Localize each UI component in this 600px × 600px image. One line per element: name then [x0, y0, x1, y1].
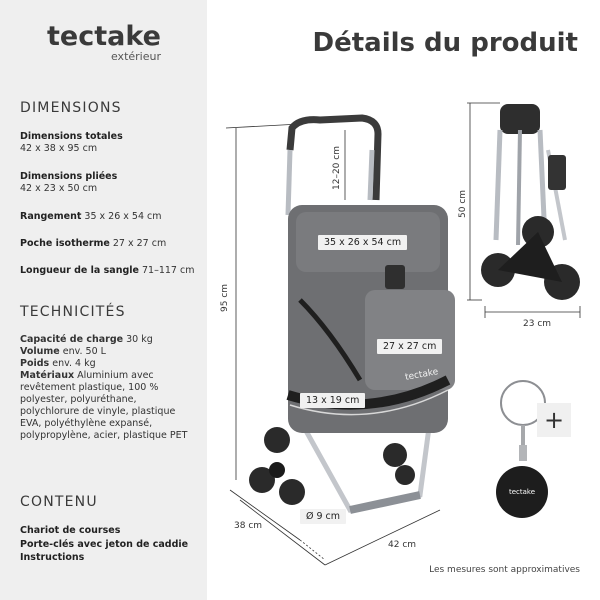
cart-frame [285, 114, 433, 514]
folded-cart [481, 104, 580, 300]
tech-label: Matériaux [20, 370, 75, 381]
folded-width-dimension: 23 cm [523, 319, 552, 329]
height-dimension: 95 cm [220, 283, 230, 312]
spec-label: Rangement [20, 211, 82, 222]
content-item: Porte-clés avec jeton de caddie [20, 539, 189, 550]
brand-logo: tectake extérieur [47, 21, 167, 64]
page-title: Détails du produit [312, 28, 578, 58]
section-title-contenu: CONTENU [20, 494, 98, 510]
section-title-technicites: TECHNICITÉS [20, 304, 126, 320]
spec-value: 42 x 38 x 95 cm [20, 143, 98, 154]
spec-storage: Rangement 35 x 26 x 54 cm [20, 211, 200, 223]
spec-strap: Longueur de la sangle 71–117 cm [20, 265, 200, 277]
pocket-dimension-label: 27 x 27 cm [377, 339, 443, 354]
spec-dim-total: Dimensions totales 42 x 38 x 95 cm [20, 131, 200, 155]
token-brand-label: tectake [509, 488, 536, 496]
spec-dim-folded: Dimensions pliées 42 x 23 x 50 cm [20, 171, 200, 195]
small-pocket-dimension-label: 13 x 19 cm [300, 393, 366, 408]
plus-icon: + [537, 403, 571, 437]
dimension-lines [225, 102, 581, 566]
spec-value: 35 x 26 x 54 cm [84, 211, 162, 222]
spec-value: 71–117 cm [142, 265, 195, 276]
width-dimension: 42 cm [388, 540, 417, 550]
tech-label: Poids [20, 358, 50, 369]
cart-wheels [249, 427, 415, 505]
wheel-dimension-label: Ø 9 cm [300, 509, 347, 524]
spec-iso-pocket: Poche isotherme 27 x 27 cm [20, 238, 200, 250]
brand-sub: extérieur [110, 50, 161, 63]
spec-label: Dimensions totales [20, 131, 123, 142]
spec-label: Dimensions pliées [20, 171, 118, 182]
spec-label: Longueur de la sangle [20, 265, 139, 276]
tech-value: 30 kg [126, 334, 153, 345]
brand-name: tectake [47, 21, 161, 52]
content-item: Chariot de courses [20, 525, 121, 536]
tech-value: env. 4 kg [52, 358, 96, 369]
content-item: Instructions [20, 552, 85, 563]
tech-label: Volume [20, 346, 60, 357]
spec-value: 27 x 27 cm [112, 238, 167, 249]
spec-value: 42 x 23 x 50 cm [20, 183, 98, 194]
bag-dimension-label: 35 x 26 x 54 cm [318, 235, 408, 250]
disclaimer-note: Les mesures sont approximatives [429, 565, 580, 575]
tech-value: env. 50 L [62, 346, 106, 357]
handle-dimension: 12–20 cm [332, 146, 342, 190]
sidebar [0, 0, 207, 600]
tech-value: Aluminium avec revêtement plastique, 100… [20, 370, 188, 441]
tech-label: Capacité de charge [20, 334, 124, 345]
keychain-illustration [496, 380, 548, 518]
cart-bag [286, 205, 455, 433]
depth-dimension: 38 cm [234, 521, 263, 531]
spec-label: Poche isotherme [20, 238, 110, 249]
folded-height-dimension: 50 cm [458, 189, 468, 218]
section-title-dimensions: DIMENSIONS [20, 100, 122, 116]
tech-specs: Capacité de charge 30 kg Volume env. 50 … [20, 334, 195, 442]
